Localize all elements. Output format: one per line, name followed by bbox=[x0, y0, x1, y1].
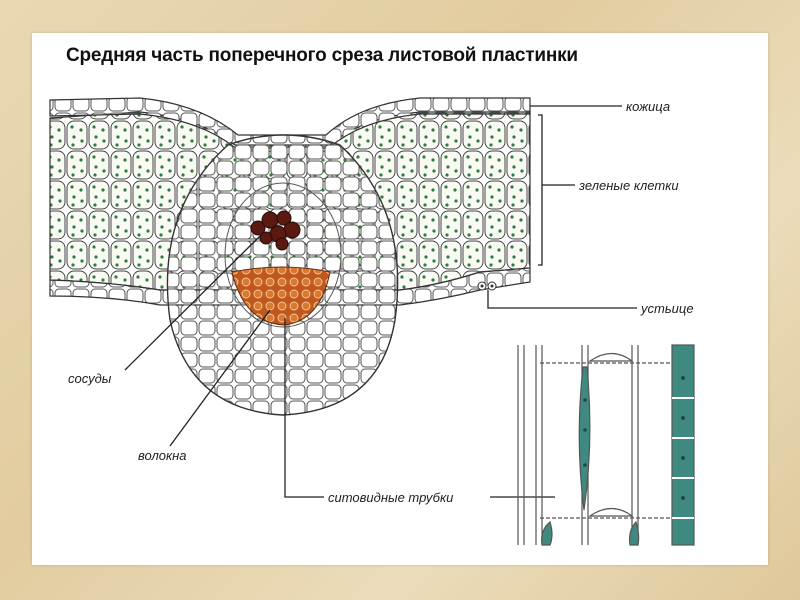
label-sieve-tubes: ситовидные трубки bbox=[328, 490, 453, 505]
label-fibers: волокна bbox=[138, 448, 187, 463]
label-epidermis: кожица bbox=[626, 99, 670, 114]
label-vessels: сосуды bbox=[68, 371, 112, 386]
label-stoma: устьице bbox=[640, 301, 694, 316]
sieve-tubes-inset bbox=[517, 344, 695, 546]
slide-title: Средняя часть поперечного среза листовой… bbox=[66, 45, 578, 66]
label-green-cells: зеленые клетки bbox=[578, 178, 679, 193]
leader-lines bbox=[124, 105, 637, 498]
vessels-cluster bbox=[250, 210, 301, 251]
stoma bbox=[477, 281, 497, 291]
